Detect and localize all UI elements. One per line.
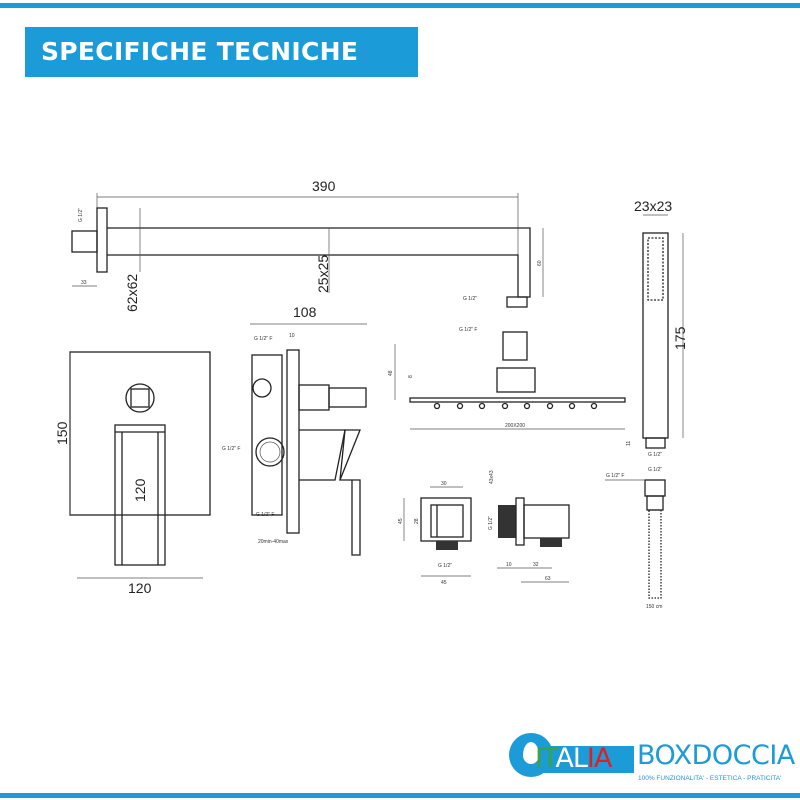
logo-boxdoccia: BOXDOCCIA <box>637 740 795 771</box>
head-size-label: 200X200 <box>505 423 525 429</box>
head-thread-label: G 1/2" F <box>459 327 477 333</box>
bottom-divider <box>0 793 800 798</box>
brand-logo: ITALIA BOXDOCCIA 100% FUNZIONALITA' - ES… <box>505 733 800 785</box>
page-title: SPECIFICHE TECNICHE <box>25 27 418 77</box>
arm-outlet-thread: G 1/2" <box>463 296 477 302</box>
side-thread-left: G 1/2" F <box>222 446 240 452</box>
logo-bar <box>531 746 634 773</box>
shower-arm-drawing: 390 62x62 25x25 G 1/2" G 1/2" 33 60 <box>71 178 544 312</box>
logo-tagline: 100% FUNZIONALITA' - ESTETICA - PRATICIT… <box>638 775 782 782</box>
mixer-width-label: 120 <box>128 580 152 596</box>
elbow-side-top: 43x43 <box>489 470 495 484</box>
hose-thread-top: G 1/2" F <box>606 473 624 479</box>
wall-elbow-drawing: 30 45 28 G 1/2" 45 43x43 G 1/2" 10 32 63 <box>398 470 570 586</box>
elbow-total-width: 45 <box>441 580 447 586</box>
plate-thickness-label: 10 <box>289 333 295 339</box>
side-thread-top: G 1/2" F <box>254 336 272 342</box>
mixer-height-label: 150 <box>54 421 70 445</box>
hand-thread-label: G 1/2" <box>648 452 662 458</box>
hose-length-label: 150 cm <box>646 604 662 610</box>
water-drop-icon <box>523 742 539 764</box>
head-thickness-label: 8 <box>408 375 414 378</box>
hand-bottom-label: 11 <box>626 441 632 446</box>
mixer-depth-label: 108 <box>293 304 317 320</box>
lever-height-label: 120 <box>132 478 148 502</box>
head-height-label: 48 <box>388 370 394 376</box>
elbow-front-thread: G 1/2" <box>438 563 452 569</box>
flange-size-label: 62x62 <box>124 274 140 312</box>
elbow-side-a: 10 <box>506 562 512 568</box>
nozzles <box>433 402 598 410</box>
mixer-front-drawing: 150 120 120 <box>54 351 211 596</box>
elbow-front-width: 30 <box>441 481 447 487</box>
arm-drop-label: 60 <box>537 260 543 266</box>
arm-depth-label: 33 <box>81 280 87 286</box>
top-divider <box>0 3 800 8</box>
logo-italia: ITALIA <box>535 743 612 774</box>
elbow-inner-height: 28 <box>414 518 420 524</box>
adjust-range-label: 20min-40max <box>258 539 289 545</box>
hand-section-label: 23x23 <box>634 198 672 214</box>
mixer-side-drawing: 108 G 1/2" F 10 G 1/2" F G 1/2" F 20min-… <box>222 304 367 556</box>
hand-length-label: 175 <box>672 326 688 350</box>
elbow-side-b: 32 <box>533 562 539 568</box>
elbow-side-thread: G 1/2" <box>488 516 494 530</box>
arm-section-label: 25x25 <box>315 255 331 293</box>
hose-thread-nut: G 1/2" <box>648 467 662 473</box>
side-thread-bottom: G 1/2" F <box>256 512 274 518</box>
arm-inlet-thread: G 1/2" <box>78 208 84 222</box>
hand-shower-drawing: 23x23 175 G 1/2" 11 <box>626 198 688 458</box>
shower-head-drawing: G 1/2" F 48 8 200X200 <box>388 327 626 430</box>
elbow-front-height: 45 <box>398 518 404 524</box>
arm-length-label: 390 <box>312 178 336 194</box>
elbow-side-total: 63 <box>545 576 551 582</box>
hose-drawing: G 1/2" F G 1/2" 150 cm <box>605 467 666 610</box>
